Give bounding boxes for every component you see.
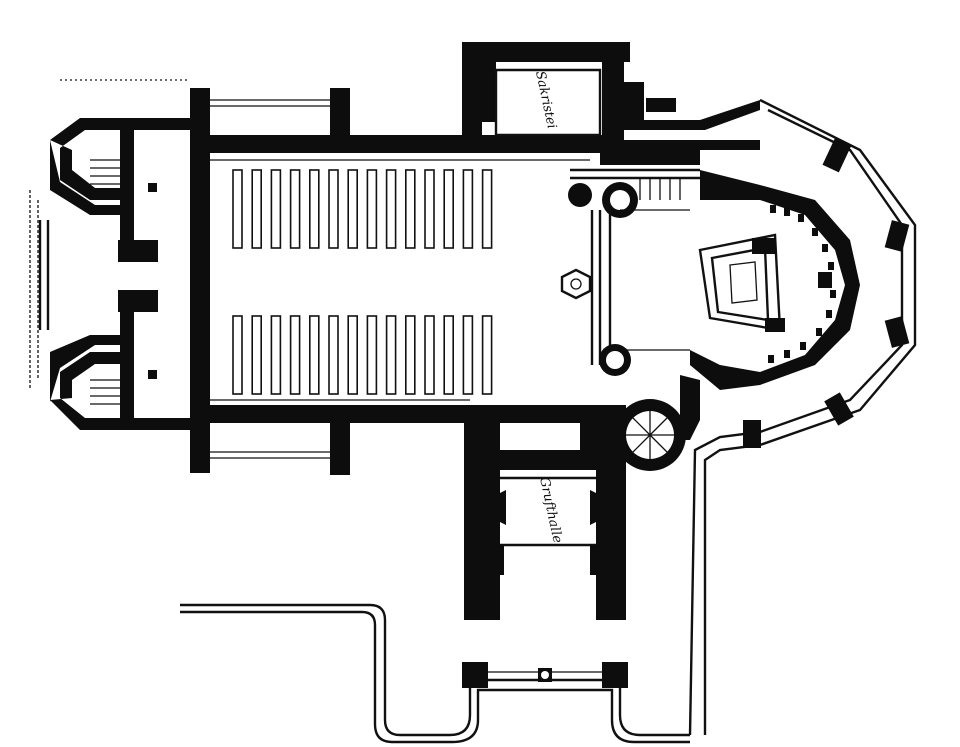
pew bbox=[481, 315, 493, 395]
pew bbox=[347, 315, 359, 395]
pew bbox=[308, 315, 320, 395]
pew bbox=[443, 169, 455, 249]
pews-south bbox=[232, 315, 493, 395]
pews-north bbox=[232, 169, 493, 249]
pew bbox=[404, 315, 416, 395]
pew bbox=[424, 315, 435, 395]
choir bbox=[568, 100, 860, 471]
sacristy-label: Sakristei bbox=[532, 70, 559, 130]
pew bbox=[462, 169, 474, 249]
pew bbox=[347, 169, 359, 249]
pew bbox=[289, 169, 301, 249]
sacristy: Sakristei bbox=[462, 42, 676, 162]
ambulatory bbox=[688, 98, 917, 736]
altar bbox=[698, 233, 785, 332]
pew bbox=[366, 315, 378, 395]
west-front bbox=[29, 79, 350, 475]
pew bbox=[328, 315, 339, 395]
pew bbox=[404, 169, 416, 249]
pew bbox=[289, 315, 301, 395]
pew bbox=[270, 169, 282, 249]
forecourt bbox=[180, 603, 690, 744]
pew bbox=[328, 169, 339, 249]
nave bbox=[190, 135, 610, 423]
pew bbox=[232, 315, 243, 395]
south-chapel: Grufthalle bbox=[464, 405, 626, 620]
pew bbox=[251, 315, 262, 395]
pew bbox=[443, 315, 455, 395]
pew bbox=[424, 169, 435, 249]
pew bbox=[308, 169, 320, 249]
pew bbox=[462, 315, 474, 395]
pew bbox=[385, 169, 397, 249]
pew bbox=[232, 169, 243, 249]
pew bbox=[481, 169, 493, 249]
pew bbox=[366, 169, 378, 249]
chapel-label: Grufthalle bbox=[536, 476, 565, 545]
pew bbox=[385, 315, 397, 395]
font-icon bbox=[560, 268, 592, 300]
pew bbox=[251, 169, 262, 249]
pew bbox=[270, 315, 282, 395]
